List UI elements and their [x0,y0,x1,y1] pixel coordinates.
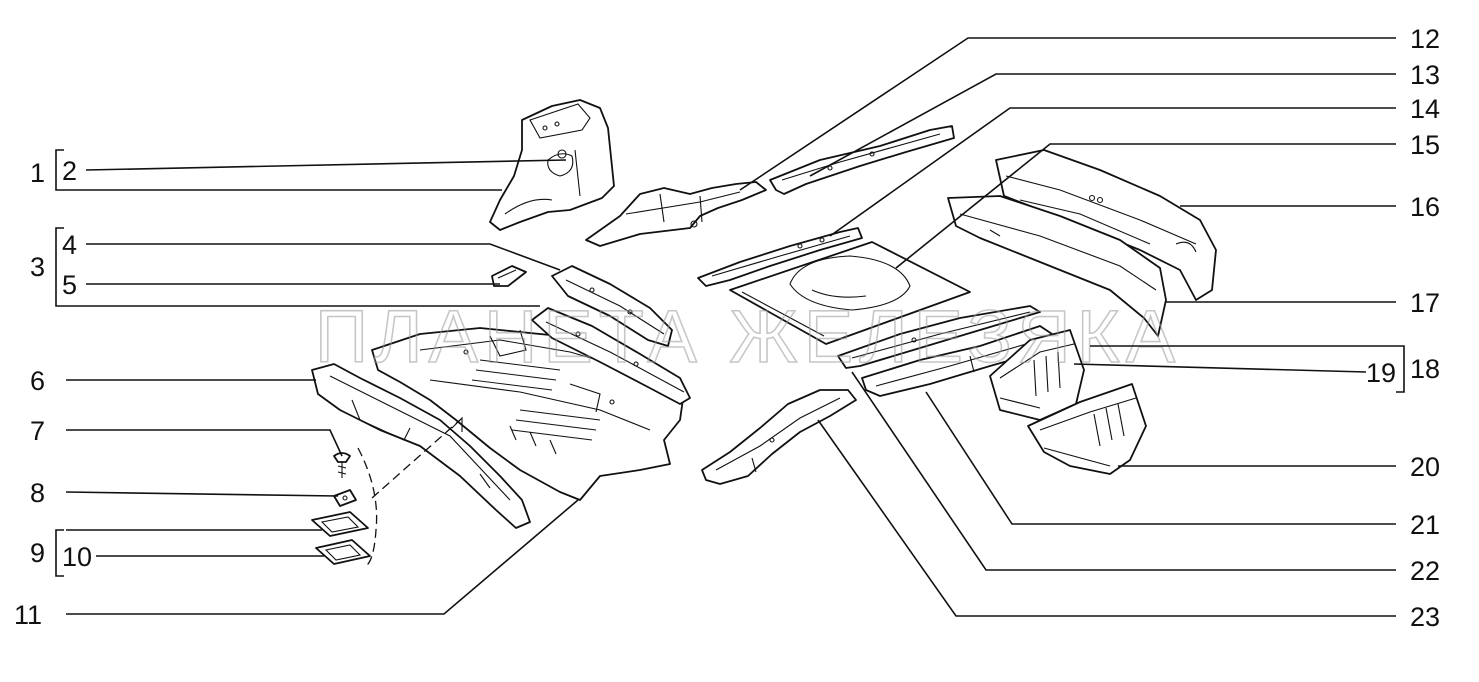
bracket-group-1 [55,149,502,191]
fastener-group-line [357,447,378,567]
part-left-floor-side-member [311,363,531,529]
callout-17: 17 [1410,288,1440,318]
callout-19: 19 [1366,358,1396,388]
callout-18: 18 [1410,354,1440,384]
part-spare-wheel-well-panel [729,241,971,345]
part-rear-floor-bracket [989,329,1085,421]
leader-lines [65,37,1396,617]
part-small-bracket [491,265,527,287]
callout-21: 21 [1410,510,1440,540]
bracket-group-3 [55,227,540,307]
part-rear-reinforcement [1027,383,1147,475]
part-seal-plug-upper [311,511,369,537]
part-rear-cross-panel [947,195,1167,337]
part-cross-member-upper [697,227,863,287]
callout-4: 4 [62,230,77,260]
part-clip [333,489,357,507]
part-rear-side-member [585,181,767,247]
callout-5: 5 [62,270,77,300]
callout-16: 16 [1410,192,1440,222]
assembly-direction-line [371,419,461,499]
watermark-text: ПЛАНЕТА ЖЕЛЕЗЯКА [315,295,1181,378]
callout-8: 8 [30,478,45,508]
callout-9: 9 [30,538,45,568]
callout-22: 22 [1410,556,1440,586]
bracket-group-9 [55,529,64,577]
part-longitudinal-bar [769,125,955,195]
part-screw [333,452,351,478]
part-seat-crossbar-front [551,265,673,347]
part-cross-member-lower [837,305,1041,369]
callout-3: 3 [30,252,45,282]
part-seat-crossbar-rear [531,307,691,405]
assembly-arrow-head [451,416,463,432]
callout-12: 12 [1410,24,1440,54]
bracket-group-18 [1396,345,1405,393]
part-seal-plug-lower [315,539,371,565]
callout-7: 7 [30,416,45,446]
callout-2: 2 [62,156,77,186]
callout-23: 23 [1410,602,1440,632]
callout-1: 1 [30,158,45,188]
callout-14: 14 [1410,94,1440,124]
part-wheel-arch-panel [489,99,615,231]
callout-6: 6 [30,366,45,396]
callout-13: 13 [1410,60,1440,90]
callout-10: 10 [62,542,92,572]
callout-15: 15 [1410,130,1440,160]
part-front-side-member [701,389,857,485]
callout-20: 20 [1410,452,1440,482]
callout-11: 11 [14,600,42,630]
